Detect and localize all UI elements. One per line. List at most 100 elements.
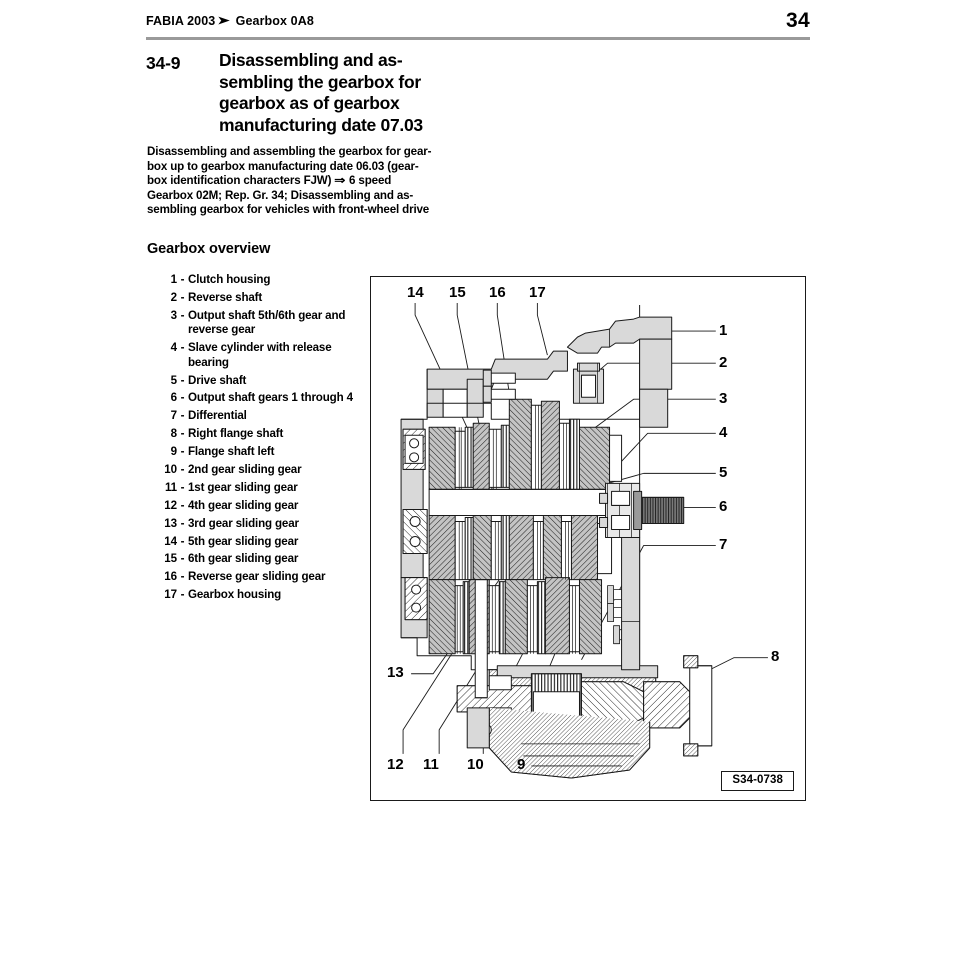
legend-label: Gearbox housing <box>188 588 282 602</box>
legend-separator: - <box>180 534 185 548</box>
legend-separator: - <box>180 463 185 477</box>
legend-separator: - <box>180 391 185 405</box>
callout-7: 7 <box>719 536 728 553</box>
header-arrow-icon: ➤ <box>217 15 231 27</box>
figure-id-label: S34-0738 <box>721 771 794 791</box>
legend-label: Output shaft gears 1 through 4 <box>188 391 353 405</box>
intro-line-4: Gearbox 02M; Rep. Gr. 34; Disassembling … <box>147 188 414 202</box>
callout-2: 2 <box>719 354 728 371</box>
legend-label: 2nd gear sliding gear <box>188 463 302 477</box>
callout-15: 15 <box>449 284 466 301</box>
callout-12: 12 <box>387 756 404 773</box>
legend-number: 10 <box>164 463 177 477</box>
double-arrow-icon: ⇒ <box>334 174 346 188</box>
legend-list: 1 - Clutch housing 2 - Reverse shaft 3 -… <box>147 273 362 606</box>
legend-label: Reverse shaft <box>188 290 263 304</box>
title-line-3: gearbox as of gearbox <box>219 93 400 113</box>
legend-number: 17 <box>164 588 177 602</box>
list-item: 2 - Reverse shaft <box>147 291 362 306</box>
list-item: 12 - 4th gear sliding gear <box>147 499 362 514</box>
list-item: 13 - 3rd gear sliding gear <box>147 517 362 532</box>
legend-number: 4 <box>170 341 177 355</box>
list-item: 9 - Flange shaft left <box>147 445 362 460</box>
callout-1: 1 <box>719 322 728 339</box>
legend-number: 13 <box>164 516 177 530</box>
list-item: 8 - Right flange shaft <box>147 427 362 442</box>
callout-4: 4 <box>719 424 728 441</box>
callout-6: 6 <box>719 498 728 515</box>
legend-separator: - <box>180 273 185 286</box>
legend-separator: - <box>180 308 185 322</box>
header-section: Gearbox 0A8 <box>235 14 314 28</box>
intro-line-5: sembling gearbox for vehicles with front… <box>147 203 430 217</box>
title-text: Disassembling and as- sembling the gearb… <box>219 50 566 136</box>
list-item: 4 - Slave cylinder with release bearing <box>147 341 362 370</box>
header-breadcrumb: FABIA 2003➤ Gearbox 0A8 <box>146 14 314 28</box>
callout-13: 13 <box>387 664 404 681</box>
callout-9: 9 <box>517 756 526 773</box>
legend-separator: - <box>180 427 185 441</box>
page-header: FABIA 2003➤ Gearbox 0A8 34 <box>146 9 810 44</box>
legend-separator: - <box>180 445 185 459</box>
legend-label: Reverse gear sliding gear <box>188 570 326 584</box>
list-item: 17 - Gearbox housing <box>147 588 362 603</box>
legend-separator: - <box>180 290 185 304</box>
legend-separator: - <box>180 516 185 530</box>
legend-label: Differential <box>188 409 247 423</box>
legend-separator: - <box>180 480 185 494</box>
legend-label: 5th gear sliding gear <box>188 534 299 548</box>
legend-label: 3rd gear sliding gear <box>188 516 299 530</box>
section-heading: Gearbox overview <box>147 241 271 257</box>
callout-5: 5 <box>719 464 728 481</box>
legend-label: 4th gear sliding gear <box>188 498 299 512</box>
legend-label: Clutch housing <box>188 273 271 286</box>
legend-separator: - <box>180 373 185 387</box>
callout-11: 11 <box>423 756 439 773</box>
title-line-1: Disassembling and as- <box>219 50 403 70</box>
legend-number: 14 <box>164 534 177 548</box>
list-item: 15 - 6th gear sliding gear <box>147 552 362 567</box>
legend-label: 1st gear sliding gear <box>188 480 298 494</box>
legend-separator: - <box>180 498 185 512</box>
intro-line-3-b: 6 speed <box>349 174 392 188</box>
legend-number: 9 <box>170 445 177 459</box>
gearbox-cross-section-figure: 14 15 16 17 1 2 3 4 5 6 7 8 13 12 11 10 … <box>370 276 806 801</box>
title-line-2: sembling the gearbox for <box>219 71 421 92</box>
callout-16: 16 <box>489 284 506 301</box>
legend-label: Right flange shaft <box>188 427 284 441</box>
intro-paragraph: Disassembling and assembling the gearbox… <box>147 145 477 218</box>
legend-number: 8 <box>170 427 177 441</box>
legend-separator: - <box>180 409 185 423</box>
legend-label: Flange shaft left <box>188 445 275 459</box>
legend-label: Output shaft 5th/6th gear and reverse ge… <box>188 308 346 337</box>
list-item: 7 - Differential <box>147 409 362 424</box>
header-model: FABIA 2003 <box>146 14 216 28</box>
legend-separator: - <box>180 341 185 355</box>
legend-number: 5 <box>170 373 177 387</box>
legend-number: 3 <box>170 308 177 322</box>
legend-number: 1 <box>170 273 177 286</box>
intro-line-1: Disassembling and assembling the gearbox… <box>147 145 432 158</box>
callout-17: 17 <box>529 284 546 301</box>
callout-14: 14 <box>407 284 424 301</box>
list-item: 11 - 1st gear sliding gear <box>147 481 362 496</box>
legend-number: 16 <box>164 570 177 584</box>
list-item: 5 - Drive shaft <box>147 374 362 389</box>
callout-10: 10 <box>467 756 484 773</box>
legend-number: 11 <box>164 480 177 494</box>
callout-3: 3 <box>719 390 728 407</box>
legend-number: 12 <box>164 498 177 512</box>
legend-number: 2 <box>170 290 177 304</box>
legend-label: 6th gear sliding gear <box>188 552 299 566</box>
intro-line-3-a: box identification characters FJW) <box>147 174 332 188</box>
legend-separator: - <box>180 552 185 566</box>
intro-line-3: box identification characters FJW) ⇒ 6 s… <box>147 174 477 189</box>
title-number: 34-9 <box>146 53 181 73</box>
intro-line-2: box up to gearbox manufacturing date 06.… <box>147 159 419 173</box>
gearbox-diagram <box>400 303 768 779</box>
legend-number: 15 <box>164 552 177 566</box>
page-number: 34 <box>786 9 810 32</box>
legend-number: 6 <box>170 391 177 405</box>
legend-separator: - <box>180 588 185 602</box>
